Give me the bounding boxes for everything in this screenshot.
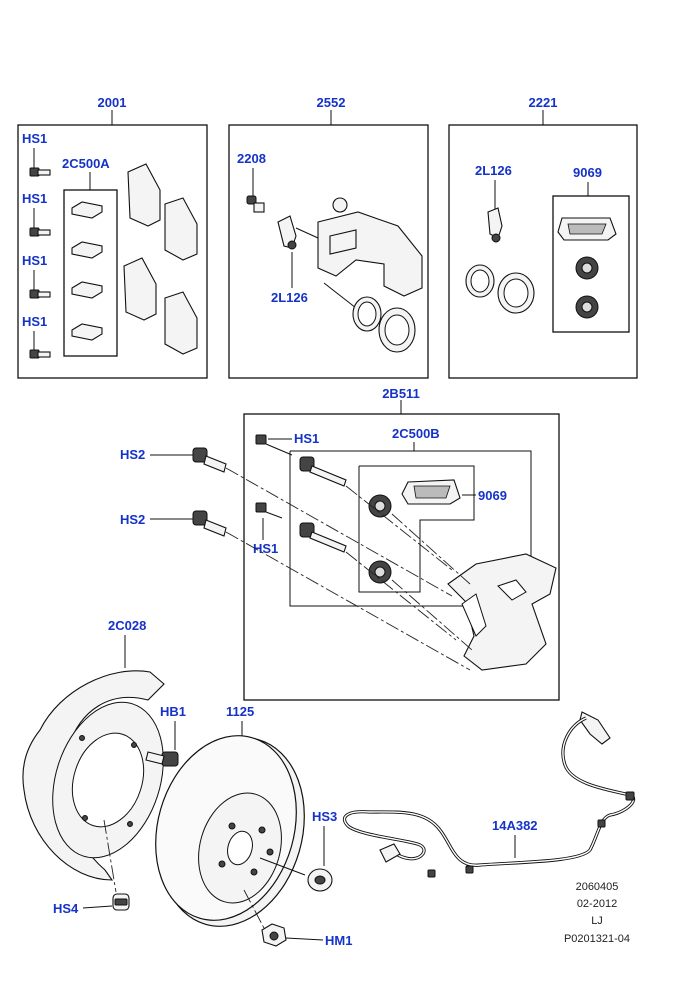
assembly-lines: [225, 467, 473, 671]
grease-9069-label: 9069: [573, 165, 602, 180]
piston-seal-icon: [352, 296, 416, 353]
clip-kit-frame: [63, 189, 118, 357]
group-2001-label: 2001: [98, 95, 127, 110]
nut-icon: [261, 923, 287, 947]
caliper-icon: [295, 197, 423, 309]
group-2552: 2552 2208 2L126: [228, 95, 429, 379]
hs1-label: HS1: [253, 541, 278, 556]
wear-sensor-group: 14A382: [342, 711, 636, 878]
rubber-boot-icon: [575, 256, 599, 319]
reference-part-code: P0201321-04: [564, 933, 630, 945]
bolt-icon: [29, 331, 51, 359]
bolt-icon: [29, 208, 51, 237]
splash-shield-group: 2C028: [22, 618, 165, 893]
bolt-icon: [29, 148, 51, 177]
reference-initials: LJ: [591, 915, 603, 927]
piston-seal-icon: [465, 264, 535, 314]
guide-pin-icon: [246, 195, 265, 213]
anti-rattle-clip-icon: [71, 201, 103, 341]
hs3-group: HS3: [307, 809, 337, 892]
hs2-label: HS2: [120, 512, 145, 527]
bolt-icon: [112, 893, 130, 911]
hs1-label: HS1: [22, 253, 47, 268]
hb1-label: HB1: [160, 704, 186, 719]
hs2-group: HS2 HS2: [120, 447, 227, 537]
brake-disc-group: 1125: [155, 704, 306, 931]
group-2221-label: 2221: [529, 95, 558, 110]
bracket-clip-icon: [277, 215, 297, 250]
group-2001: 2001 HS1 HS1 HS1 HS1 2C500A: [17, 95, 208, 379]
group-2b511-label: 2B511: [382, 386, 420, 401]
bolt-icon: [255, 502, 283, 519]
hs1-label: HS1: [22, 191, 47, 206]
grease-kit-frame: [552, 195, 630, 333]
bolt-icon: [255, 434, 293, 456]
brake-disc-icon: [155, 735, 305, 927]
splash-shield-icon: [22, 670, 165, 881]
bolt-icon: [307, 868, 333, 892]
bracket-clip-icon: [487, 207, 503, 243]
hm1-group: HM1: [261, 923, 352, 948]
kit-2c500b-label: 2C500B: [392, 426, 440, 441]
grease-sachet-icon: [401, 479, 461, 505]
group-2552-frame: [228, 124, 429, 379]
hs1-label: HS1: [22, 131, 47, 146]
hs3-label: HS3: [312, 809, 337, 824]
group-2b511: 2B511 HS1 HS1 2C500B 9069: [243, 386, 560, 701]
wear-sensor-icon: [342, 711, 636, 878]
rubber-boot-icon: [368, 494, 392, 584]
bracket-2l126-label: 2L126: [271, 290, 308, 305]
reference-date: 02-2012: [577, 898, 617, 910]
group-2552-label: 2552: [317, 95, 346, 110]
hs4-label: HS4: [53, 901, 79, 916]
bolt-icon: [192, 447, 227, 473]
brake-disc-1125-label: 1125: [226, 704, 254, 719]
bolt-icon: [192, 510, 227, 537]
hb1-group: HB1: [145, 704, 186, 767]
reference-number: 2060405: [576, 881, 619, 893]
hm1-label: HM1: [325, 933, 352, 948]
grease-sachet-icon: [557, 217, 617, 241]
caliper-carrier-icon: [447, 553, 557, 671]
hs1-label: HS1: [294, 431, 319, 446]
bracket-2l126-label: 2L126: [475, 163, 512, 178]
pad-kit-2c500a-label: 2C500A: [62, 156, 110, 171]
wear-sensor-14a382-label: 14A382: [492, 818, 538, 833]
reference-block: 2060405 02-2012 LJ P0201321-04: [564, 881, 630, 945]
bolt-icon: [145, 751, 179, 767]
guide-bolt-icon: [299, 456, 347, 553]
hs4-group: HS4: [53, 893, 130, 916]
bolt-icon: [29, 270, 51, 299]
splash-shield-2c028-label: 2C028: [108, 618, 146, 633]
grease-9069-label: 9069: [478, 488, 507, 503]
hs2-label: HS2: [120, 447, 145, 462]
group-2221: 2221 2L126 9069: [448, 95, 638, 379]
brake-pad-icon: [123, 163, 198, 355]
guide-pin-2208-label: 2208: [237, 151, 266, 166]
hs1-label: HS1: [22, 314, 47, 329]
